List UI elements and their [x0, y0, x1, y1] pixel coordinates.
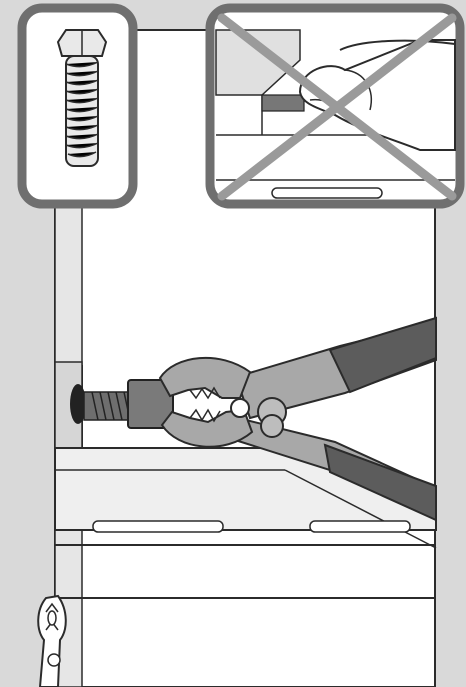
- handle-slot-right: [310, 521, 410, 532]
- small-bolt-icon: [262, 95, 304, 111]
- inset-no-hand: [210, 8, 460, 204]
- handle-slot-left: [93, 521, 223, 532]
- inset-hex-bolt: [22, 8, 133, 204]
